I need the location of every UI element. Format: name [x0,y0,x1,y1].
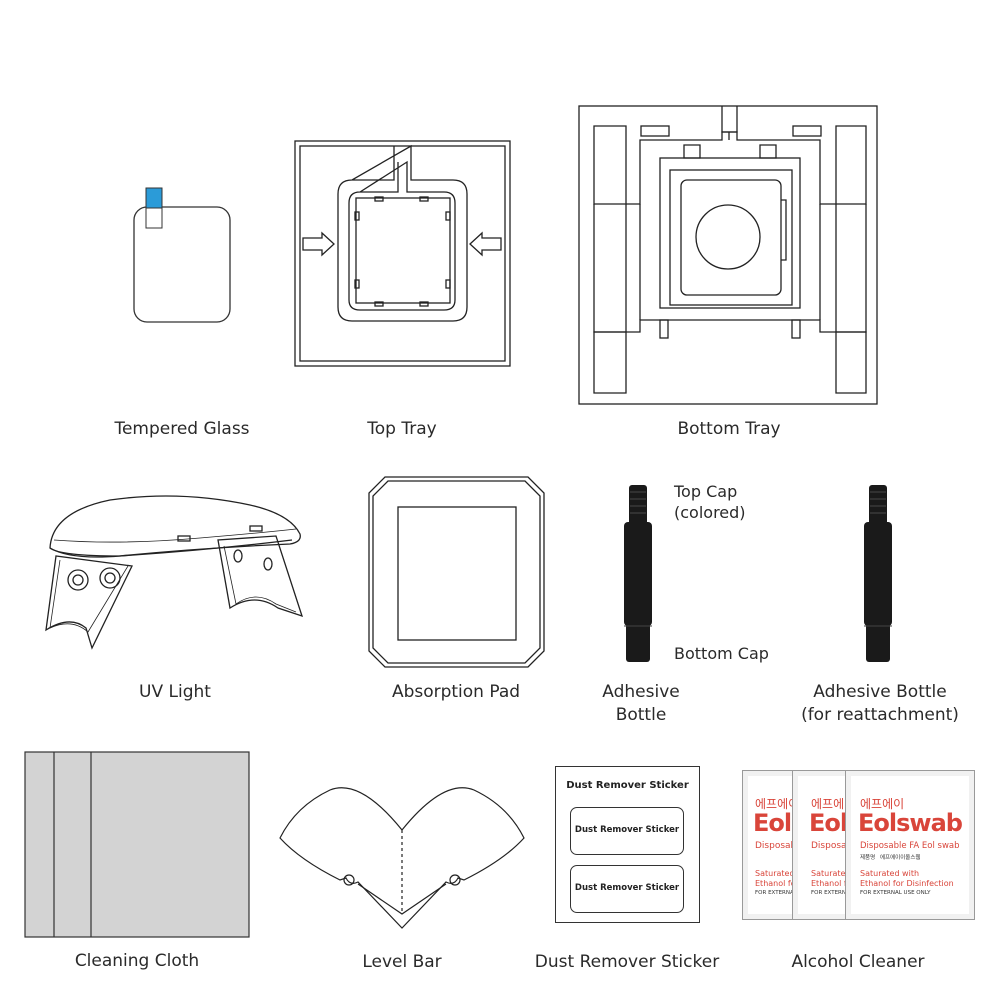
alcohol-packet-3-brand: Eolswab [858,809,963,837]
dust-remover-sticker-caption: Dust Remover Sticker [534,952,720,972]
dust-remover-sticker-1-label: Dust Remover Sticker [574,825,680,835]
adhesive-bottle-caption-line2: Bottle [615,705,667,725]
level-bar-caption: Level Bar [362,952,442,972]
adhesive-bottle-caption: Adhesive Bottle [551,681,731,727]
alcohol-packet-3: 에프에이 Eolswab Disposable FA Eol swab 제품명 … [845,770,975,920]
dust-remover-sticker-1: Dust Remover Sticker [570,807,684,855]
bottom-cap-callout: Bottom Cap [674,644,769,663]
alcohol-packet-2-korean: 에프에이 [811,797,856,811]
alcohol-packet-3-subtitle: Disposable FA Eol swab [860,841,960,851]
top-tray-caption: Top Tray [367,419,437,439]
alcohol-packet-2-line1: Saturated with [811,869,871,878]
dust-remover-sheet-title: Dust Remover Sticker [566,780,689,791]
alcohol-packet-1-korean: 에프에이 [755,797,800,811]
top-cap-callout: Top Cap (colored) [674,481,746,523]
uv-light-caption: UV Light [139,682,211,702]
absorption-pad-caption: Absorption Pad [391,682,521,702]
alcohol-packet-3-korean: 에프에이 [860,797,905,811]
dust-remover-sheet: Dust Remover Sticker Dust Remover Sticke… [555,766,700,923]
adhesive-bottle-reattach-caption: Adhesive Bottle (for reattachment) [780,681,980,727]
bottom-tray-caption: Bottom Tray [677,419,781,439]
top-cap-line2: (colored) [674,503,746,522]
alcohol-packet-3-line3: FOR EXTERNAL USE ONLY [860,890,931,896]
adhesive-bottle-caption-line1: Adhesive [602,682,680,702]
tempered-glass-caption: Tempered Glass [114,419,250,439]
alcohol-cleaner-caption: Alcohol Cleaner [791,952,925,972]
dust-remover-sticker-2: Dust Remover Sticker [570,865,684,913]
alcohol-packet-3-line1: Saturated with [860,869,920,878]
dust-remover-sticker-2-label: Dust Remover Sticker [574,883,680,893]
top-cap-line1: Top Cap [674,482,738,501]
cleaning-cloth-caption: Cleaning Cloth [74,951,200,971]
alcohol-packet-3-small-label: 제품명 [860,855,876,861]
alcohol-packet-3-line2: Ethanol for Disinfection [860,879,954,888]
adhesive-bottle-reattach-line2: (for reattachment) [801,705,959,725]
alcohol-packet-1-line1: Saturated with [755,869,815,878]
alcohol-packet-3-korean-small: 에프에이이올스웹 [880,855,921,861]
adhesive-bottle-reattach-line1: Adhesive Bottle [813,682,947,702]
alcohol-packet-1-line3: FOR EXTERNAL USE ONLY [755,890,826,896]
